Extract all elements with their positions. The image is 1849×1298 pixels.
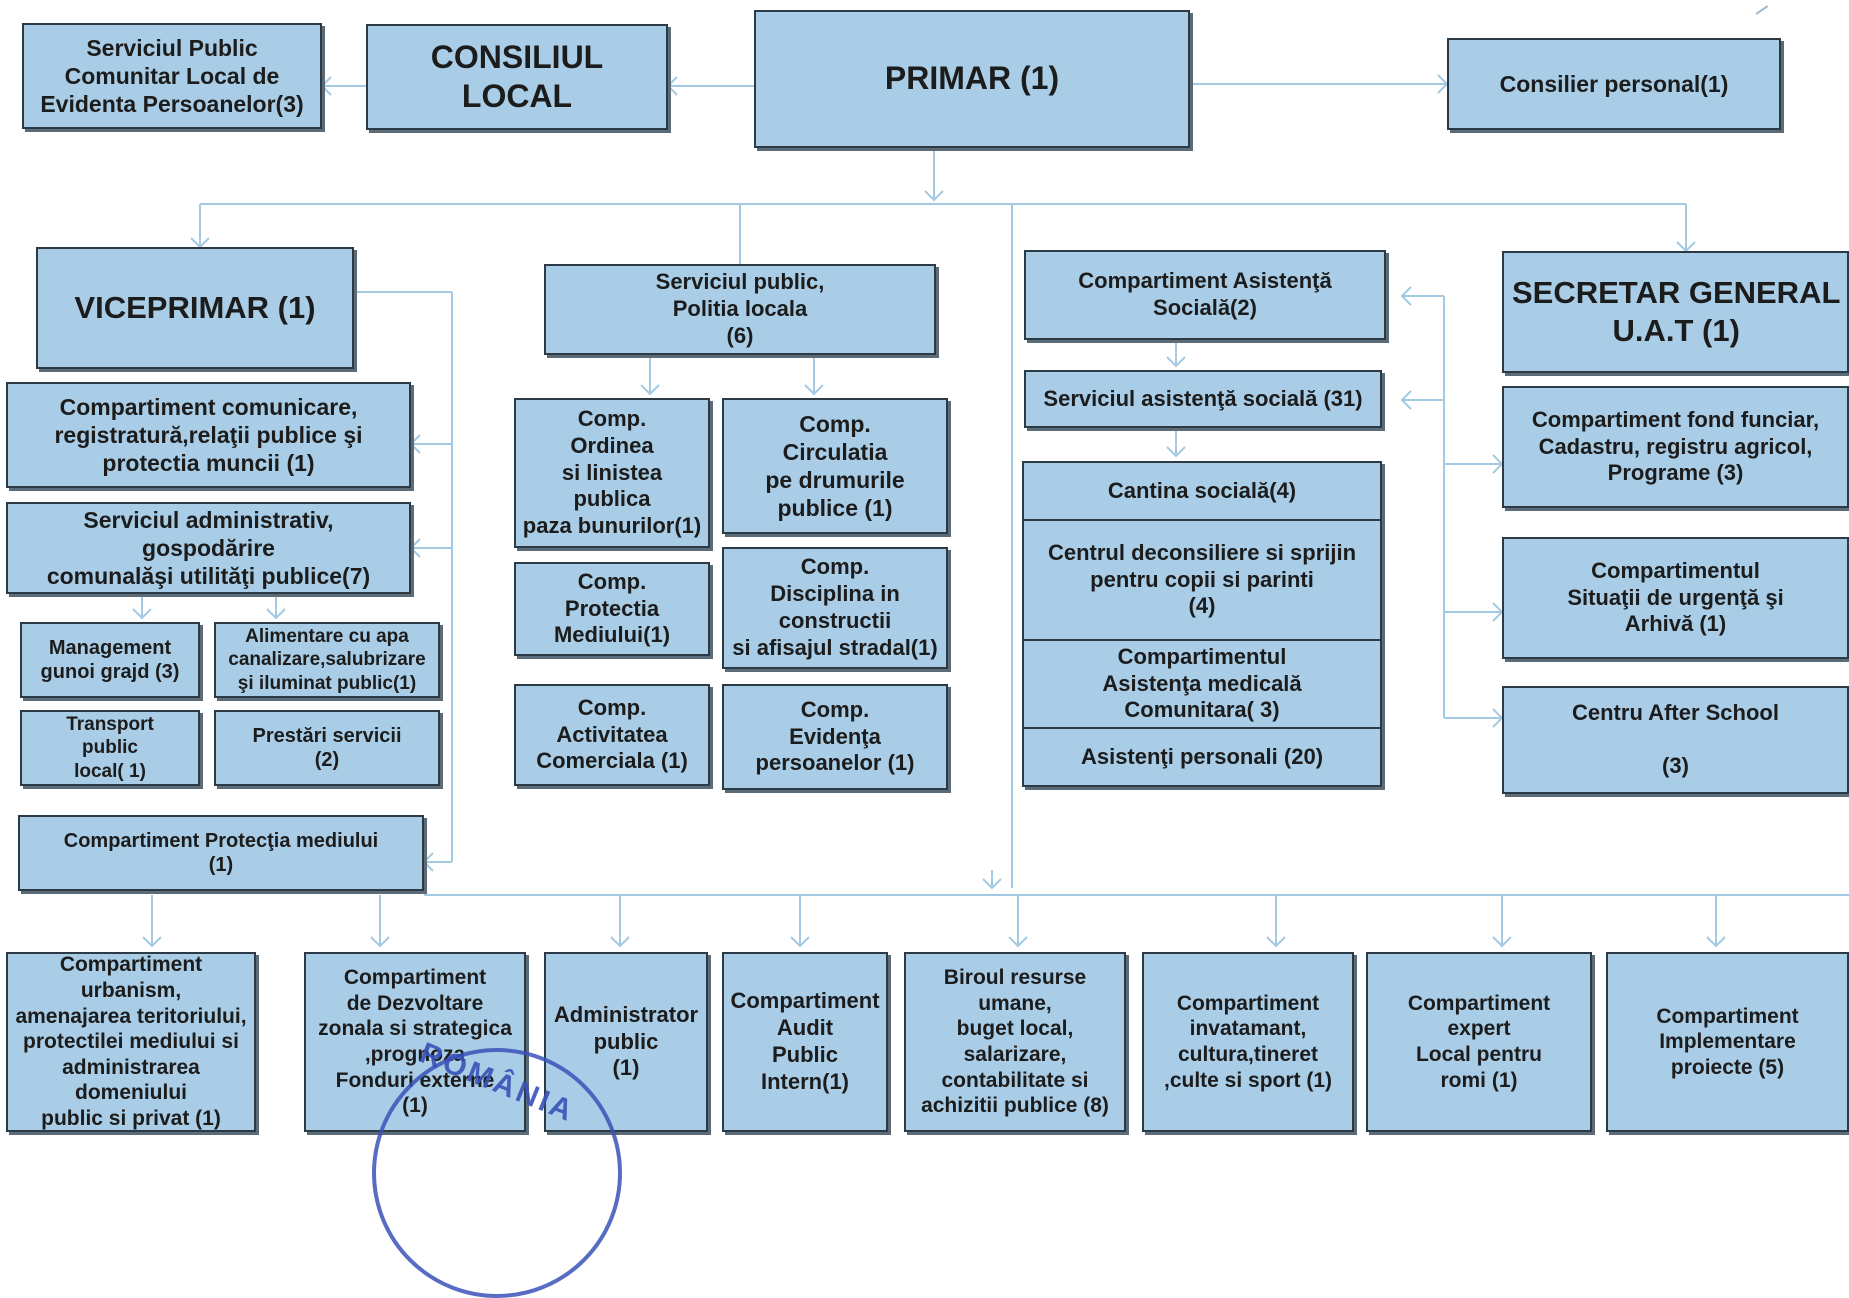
management-gunoi-box: Management gunoi grajd (3) xyxy=(20,622,200,698)
arrow-head xyxy=(1266,936,1286,948)
viceprimar-box: VICEPRIMAR (1) xyxy=(36,247,354,369)
arrow-head xyxy=(422,852,434,872)
comp-protectia-mediului-box: Comp. Protectia Mediului(1) xyxy=(514,562,710,656)
compartimentul-situatii-urgenta-box: Compartimentul Situaţii de urgenţă şi Ar… xyxy=(1502,537,1849,659)
arrow-head xyxy=(132,608,152,620)
politia-locala-box: Serviciul public, Politia locala (6) xyxy=(544,264,936,355)
arrow-head xyxy=(266,608,286,620)
secretar-general-box: SECRETAR GENERAL U.A.T (1) xyxy=(1502,251,1849,373)
comp-evidenta-persoanelor-box: Comp. Evidenţa persoanelor (1) xyxy=(722,684,948,790)
compartiment-comunicare-box: Compartiment comunicare, registratură,re… xyxy=(6,382,411,488)
comp-ordinea-box: Comp. Ordinea si linistea publica paza b… xyxy=(514,398,710,548)
arrow-head xyxy=(320,76,332,96)
bottom-audit-box: Compartiment Audit Public Intern(1) xyxy=(722,952,888,1132)
arrow-head xyxy=(409,538,421,558)
comp-disciplina-box: Comp. Disciplina in constructii si afisa… xyxy=(722,547,948,669)
primar-box: PRIMAR (1) xyxy=(754,10,1190,148)
arrow-head xyxy=(666,76,678,96)
arrow-head xyxy=(1400,286,1412,306)
bottom-invatamant-box: Compartiment invatamant, cultura,tineret… xyxy=(1142,952,1354,1132)
arrow-head xyxy=(1400,390,1412,410)
evidenta-persoanelor-box: Serviciul Public Comunitar Local de Evid… xyxy=(22,23,322,129)
compartiment-asistenta-sociala-box: Compartiment Asistenţă Socială(2) xyxy=(1024,250,1386,340)
bottom-implementare-proiecte-box: Compartiment Implementare proiecte (5) xyxy=(1606,952,1849,1132)
arrow-head xyxy=(370,936,390,948)
centru-after-school-box: Centru After School (3) xyxy=(1502,686,1849,794)
arrow-head xyxy=(1166,356,1186,368)
comp-circulatia-box: Comp. Circulatia pe drumurile publice (1… xyxy=(722,398,948,534)
transport-public-box: Transport public local( 1) xyxy=(20,710,200,786)
centrul-consiliere-cell: Centrul deconsiliere si sprijin pentru c… xyxy=(1024,521,1380,641)
arrow-head xyxy=(1008,936,1028,948)
serviciul-administrativ-box: Serviciul administrativ, gospodărire com… xyxy=(6,502,411,594)
compartiment-protectia-mediului-box: Compartiment Protecţia mediului (1) xyxy=(18,815,424,891)
connector-lines xyxy=(132,74,1849,948)
compartiment-fond-funciar-box: Compartiment fond funciar, Cadastru, reg… xyxy=(1502,386,1849,508)
arrow-head xyxy=(610,936,630,948)
cantina-sociala-cell: Cantina socială(4) xyxy=(1024,463,1380,521)
arrow-head xyxy=(1492,936,1512,948)
arrow-head xyxy=(409,434,421,454)
arrow-head xyxy=(142,936,162,948)
asistenti-personali-cell: Asistenţi personali (20) xyxy=(1080,743,1324,769)
bottom-expert-romi-box: Compartiment expert Local pentru romi (1… xyxy=(1366,952,1592,1132)
comp-activitatea-comerciala-box: Comp. Activitatea Comerciala (1) xyxy=(514,684,710,786)
bottom-resurse-umane-box: Biroul resurse umane, buget local, salar… xyxy=(904,952,1126,1132)
bottom-urbanism-box: Compartiment urbanism, amenajarea terito… xyxy=(6,952,256,1132)
alimentare-apa-box: Alimentare cu apa canalizare,salubrizare… xyxy=(214,622,440,698)
arrow-head xyxy=(1706,936,1726,948)
arrow-head xyxy=(804,384,824,396)
prestari-servicii-box: Prestări servicii (2) xyxy=(214,710,440,786)
consilier-personal-box: Consilier personal(1) xyxy=(1447,38,1781,130)
asistenta-medicala-cell: Compartimentul Asistenţa medicală Comuni… xyxy=(1024,641,1380,729)
servicii-sociale-stack: Cantina socială(4) Centrul deconsiliere … xyxy=(1022,461,1382,787)
arrow-head xyxy=(1166,446,1186,458)
org-chart: Serviciul Public Comunitar Local de Evid… xyxy=(6,0,1849,1298)
consiliul-local-box: CONSILIUL LOCAL xyxy=(366,24,668,130)
arrow-head xyxy=(924,190,944,202)
arrow-head xyxy=(640,384,660,396)
serviciul-asistenta-sociala-box: Serviciul asistenţă socială (31) xyxy=(1024,370,1382,428)
arrow-head xyxy=(790,936,810,948)
